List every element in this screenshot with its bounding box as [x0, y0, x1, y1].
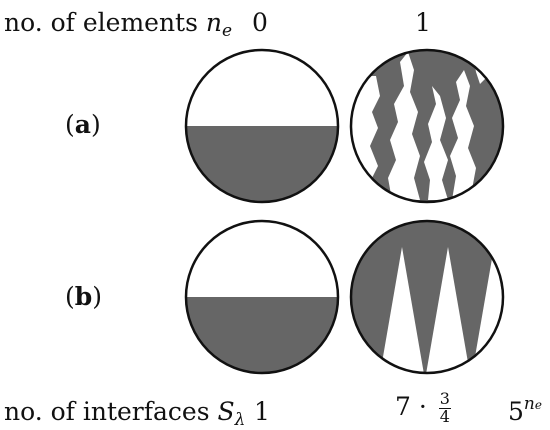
white-finger-1 — [351, 76, 380, 200]
circle-b-flat — [184, 219, 340, 375]
power-base: 5 — [508, 397, 524, 426]
circle-b-sawtooth — [349, 219, 505, 375]
column-0-interface-count: 1 — [254, 397, 270, 426]
column-1-element-count: 1 — [415, 8, 431, 37]
interfaces-label: no. of interfaces — [4, 397, 210, 426]
circle-b-sawtooth-outline — [349, 219, 505, 375]
row-a-label: (a) — [65, 110, 101, 139]
fraction: 3 4 — [438, 389, 451, 426]
column-0-element-count: 0 — [252, 8, 268, 37]
white-finger-4 — [450, 70, 476, 200]
row-a-letter: a — [74, 110, 91, 139]
circle-a-flat-outline — [184, 48, 340, 204]
power-exponent: ne — [523, 394, 542, 414]
row-b-letter: b — [74, 282, 93, 311]
fraction-numerator: 3 — [438, 389, 451, 409]
elements-symbol: n — [205, 8, 222, 37]
white-finger-3 — [424, 86, 448, 200]
interfaces-count-footer: no. of interfaces Sλ — [4, 397, 245, 429]
elements-label: no. of elements — [4, 8, 198, 37]
circle-a-irregular — [349, 48, 505, 204]
row-b-label: (b) — [65, 282, 103, 311]
elements-symbol-subscript: e — [221, 21, 233, 41]
circle-a-flat — [184, 48, 340, 204]
interfaces-symbol: S — [217, 397, 235, 426]
column-2-interface-count: 5ne — [508, 396, 542, 426]
fraction-denominator: 4 — [439, 406, 450, 426]
interfaces-symbol-subscript: λ — [234, 410, 246, 430]
white-finger-2 — [388, 52, 420, 200]
column-1-interface-count: 7 · 3 4 — [395, 389, 451, 426]
circle-a-irregular-outline — [349, 48, 505, 204]
white-tooth-2 — [425, 247, 471, 373]
circle-b-flat-outline — [184, 219, 340, 375]
white-tooth-1 — [379, 247, 425, 373]
elements-count-header: no. of elements ne — [4, 8, 232, 40]
white-tooth-3 — [471, 247, 503, 373]
